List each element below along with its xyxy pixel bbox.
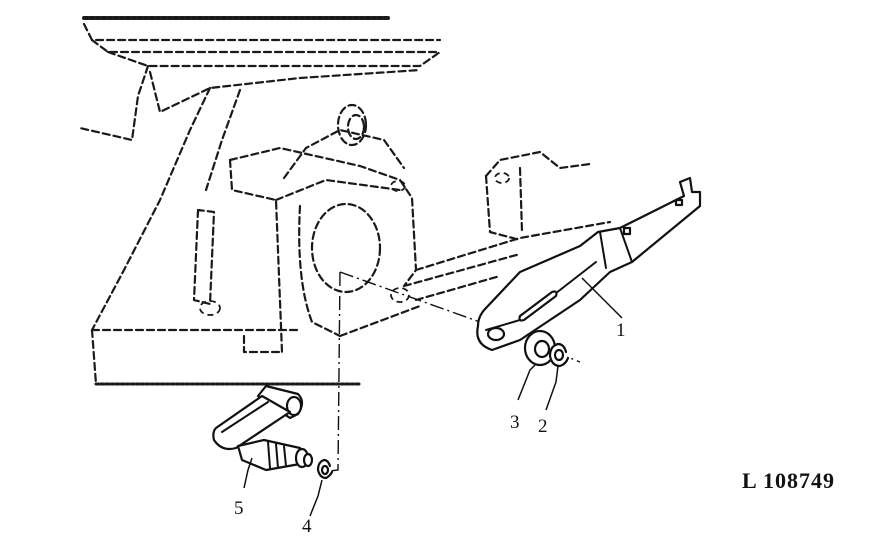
crank-shaft: [212, 384, 314, 472]
figure-reference-code: L 108749: [742, 468, 835, 493]
callout-leaders: [243, 277, 623, 517]
selector-lever: [476, 176, 702, 352]
callout-1: 1: [616, 320, 626, 341]
circlip-upper: [548, 342, 570, 368]
callout-2: 2: [538, 416, 548, 437]
circlip-lower: [316, 458, 334, 480]
callout-3: 3: [510, 412, 520, 433]
housing-outline: [78, 16, 612, 386]
callout-4: 4: [302, 516, 312, 537]
callout-5: 5: [234, 498, 244, 519]
